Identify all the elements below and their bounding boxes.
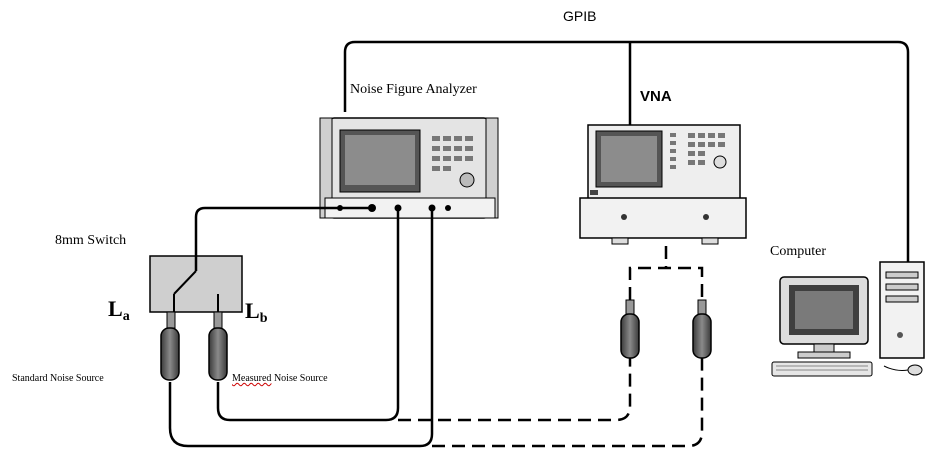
measured-noise-source-device [208,311,228,381]
port-la-letter: L [108,296,123,321]
switch-label: 8mm Switch [55,233,127,248]
port-la-subscript: a [122,309,130,324]
solid-cables [168,206,434,448]
gpib-label: GPIB [563,8,597,24]
vna-label: VNA [640,88,672,105]
noise-figure-analyzer [319,117,499,219]
vna-noise-source-right [692,299,712,359]
standard-noise-source-label: Standard Noise Source [12,373,104,384]
vna-noise-source-left [620,299,640,359]
port-lb-letter: L [245,298,260,323]
computer [771,261,925,377]
noise-source-word: Noise Source [271,373,328,384]
measured-noise-source-label: Measured Noise Source [232,373,328,384]
measured-word: Measured [232,373,272,384]
vna-instrument [579,124,747,245]
noise-figure-analyzer-label: Noise Figure Analyzer [350,82,477,97]
gpib-bus [343,40,910,262]
port-lb-subscript: b [259,311,268,326]
port-lb-label: Lb [245,298,267,327]
standard-noise-source-device [160,311,180,381]
dashed-cables [398,246,704,448]
port-la-label: La [108,296,130,325]
computer-label: Computer [770,244,826,259]
